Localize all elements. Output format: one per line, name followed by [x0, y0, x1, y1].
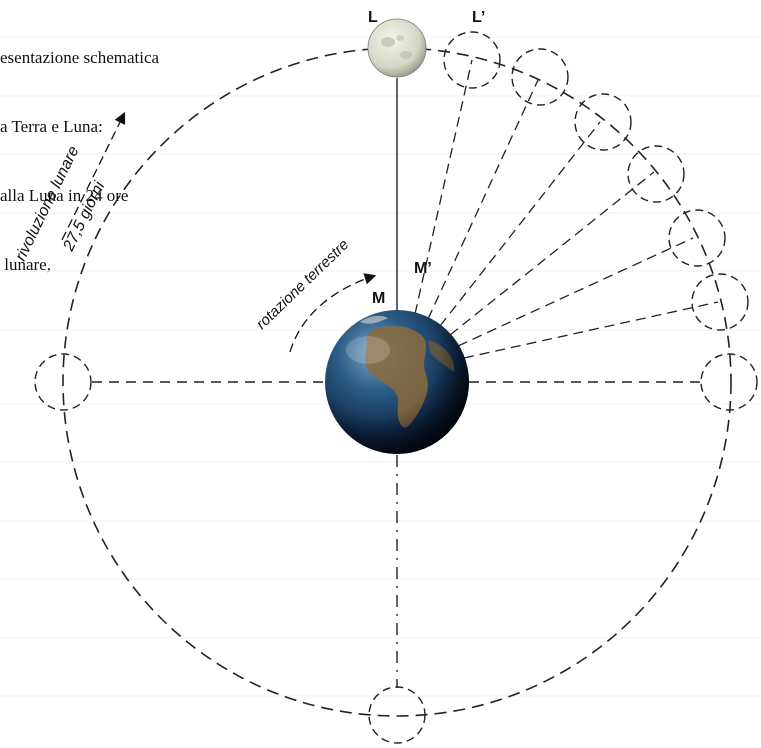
moon-position [668, 209, 726, 267]
lunar-orbit [62, 47, 732, 717]
label-lunar-period: 27,5 giorni [60, 179, 109, 255]
rotation-arrow [289, 273, 377, 353]
label-moon-next: L’ [472, 9, 485, 26]
caption-line: esentazione schematica [0, 48, 160, 67]
moon-position-lines [414, 59, 719, 359]
moon-position [443, 31, 501, 89]
revolution-arrow [61, 111, 126, 241]
moon [367, 18, 427, 78]
label-earth-point: M [372, 290, 385, 307]
earth [325, 310, 469, 454]
orbit-axes [92, 381, 700, 688]
moon-position [691, 273, 749, 331]
caption-text: esentazione schematica a Terra e Luna: a… [0, 0, 159, 299]
moon-positions [34, 31, 758, 744]
moon-position [511, 48, 569, 106]
moon-position [700, 353, 758, 411]
label-moon: L [368, 9, 378, 26]
moon-position [368, 686, 426, 744]
caption-line: alla Luna in 24 ore [0, 186, 129, 205]
moon-position [34, 353, 92, 411]
caption-line: lunare, [0, 255, 51, 274]
label-earth-rotation: rotazione terrestre [253, 236, 352, 333]
moon-position [627, 145, 685, 203]
moon-position [574, 93, 632, 151]
label-earth-point-next: M’ [414, 260, 432, 277]
caption-line: a Terra e Luna: [0, 117, 103, 136]
